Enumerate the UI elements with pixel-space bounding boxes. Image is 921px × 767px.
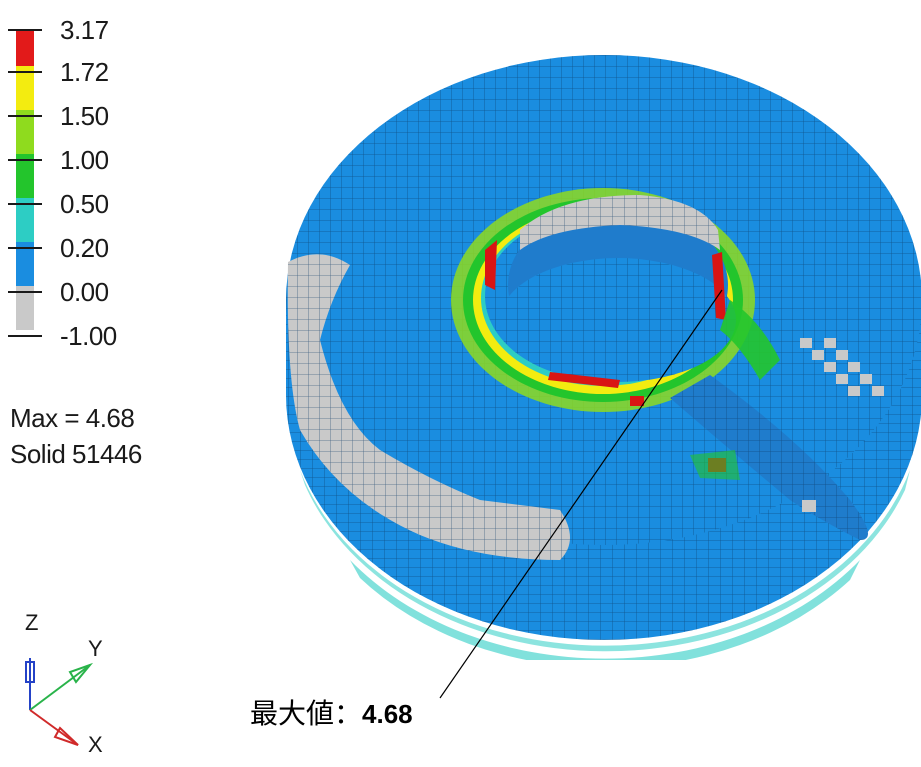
z-axis-label: Z	[25, 610, 39, 635]
legend-label-6: 0.20	[60, 233, 109, 263]
legend-band-yellow	[16, 66, 34, 110]
legend-band-grey	[16, 286, 34, 330]
legend-band-blue	[16, 242, 34, 286]
legend-band-green	[16, 154, 34, 198]
fe-mesh-model	[286, 55, 921, 660]
max-value-text: Max = 4.68	[10, 403, 135, 433]
contour-legend: 3.17 1.72 1.50 1.00 0.50 0.20 0.00 -1.00	[0, 0, 260, 370]
legend-color-bar	[8, 29, 42, 337]
legend-band-yellowgreen	[16, 110, 34, 154]
legend-label-5: 0.50	[60, 189, 109, 219]
legend-label-7: 0.00	[60, 277, 109, 307]
legend-band-cyan	[16, 198, 34, 242]
right-grey-patch	[800, 338, 884, 512]
grey-strain-region	[287, 254, 570, 560]
annotation-value: 4.68	[362, 699, 413, 729]
coordinate-triad: Z Y X	[0, 610, 140, 760]
result-info: Max = 4.68 Solid 51446	[10, 400, 142, 472]
legend-label-8: -1.00	[60, 321, 117, 351]
max-value-annotation: 最大値：4.68	[250, 692, 413, 732]
legend-label-2: 1.72	[60, 57, 109, 87]
legend-label-1: 3.17	[60, 15, 109, 45]
legend-label-4: 1.00	[60, 145, 109, 175]
axis-triad-icon	[25, 658, 94, 746]
legend-band-red	[16, 30, 34, 66]
slot-groove	[670, 300, 868, 540]
y-axis-label: Y	[88, 636, 103, 661]
x-axis-label: X	[88, 732, 103, 757]
solid-count-text: Solid 51446	[10, 439, 142, 469]
inner-bore	[485, 195, 736, 406]
annotation-prefix: 最大値：	[250, 697, 363, 730]
legend-label-3: 1.50	[60, 101, 109, 131]
